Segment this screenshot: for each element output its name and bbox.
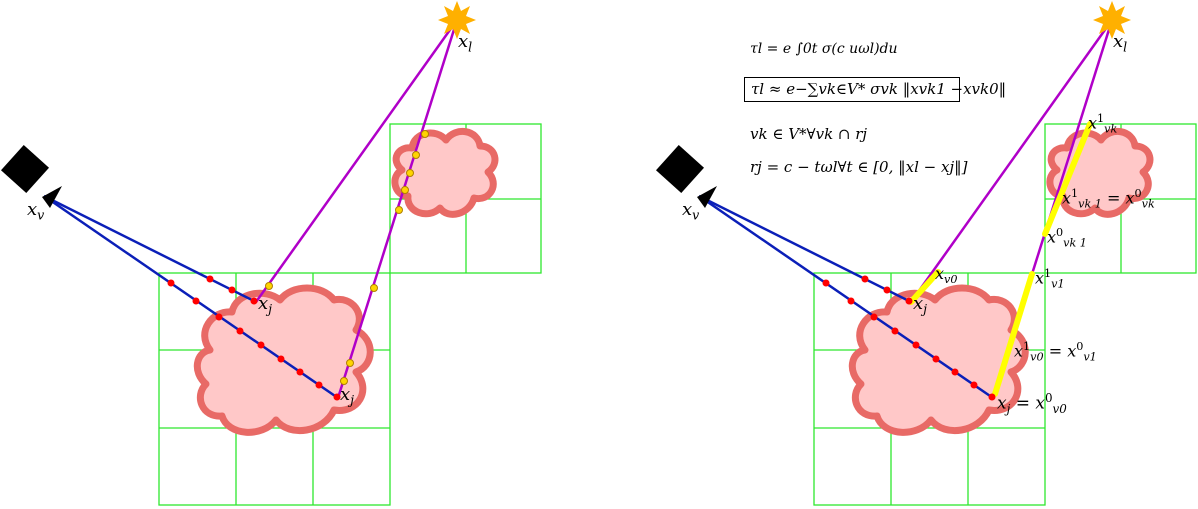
- sample-label-b-left-base: x: [340, 384, 351, 405]
- light-ray-1-left: [254, 19, 459, 303]
- boundary-v1-eq-sup: 0: [1076, 340, 1084, 353]
- sample-label-right-base: x: [913, 293, 924, 314]
- view-ray-1-left: [43, 194, 257, 304]
- boundary-vk1-sup: 1: [1071, 187, 1079, 200]
- viewer-label-right-base: x: [682, 199, 693, 220]
- sample-label-b-left: xj: [340, 386, 354, 407]
- sample-label-a-left: xj: [258, 295, 272, 316]
- right-panel: [655, 1, 1197, 506]
- boundary-v0-v1-label: x1v0 = x0v1: [1014, 341, 1097, 363]
- boundary-v0-sup: 1: [1023, 340, 1031, 353]
- exit-point-v1-sub: v1: [1051, 277, 1065, 291]
- exit-point-vk-sub: vk: [1104, 122, 1118, 136]
- sample-entry-eq: = x: [1015, 393, 1045, 414]
- viewer-label-right: xv: [682, 201, 699, 222]
- view-ray-2-left: [43, 194, 339, 400]
- viewer-label-left: xv: [27, 201, 44, 222]
- viewer-label-left-base: x: [27, 199, 38, 220]
- view-samples-right: [822, 275, 996, 401]
- sun-icon: [438, 1, 476, 39]
- sample-label-right: xj: [913, 295, 927, 316]
- boundary-v1-eq-sub: v1: [1083, 350, 1097, 364]
- boundary-v0-sub: v0: [1030, 350, 1044, 364]
- view-ray-1-right: [698, 194, 912, 304]
- exit-point-v1-sup: 1: [1044, 267, 1052, 280]
- sample-label-a-left-base: x: [258, 293, 269, 314]
- boundary-v1-eq: = x: [1048, 341, 1077, 361]
- exit-point-vk-sup: 1: [1097, 112, 1105, 125]
- voxel-set-equation: vk ∈ V*∀vk ∩ rj: [750, 125, 868, 143]
- boundary-vk1-base: x: [1062, 188, 1072, 208]
- transmittance-exact-equation: τl = e ∫0t σ(c uωl)du: [750, 41, 898, 57]
- voxel-segments-right: [908, 121, 1093, 397]
- transmittance-approx-equation: τl ≈ e−∑vk∈V* σvk ‖xvk1 −xvk0‖: [744, 77, 1006, 102]
- entry-point-vk1-base: x: [1047, 227, 1057, 247]
- sample-entry-sub: j: [1006, 402, 1011, 417]
- exit-point-v1-label: x1v1: [1035, 268, 1065, 290]
- light-label-left-sub: l: [468, 39, 473, 55]
- entry-point-vk1-label: x0vk 1: [1047, 227, 1087, 249]
- exit-point-vk-label: x1vk: [1088, 113, 1117, 135]
- cloud-small-right: [1046, 128, 1154, 218]
- ray-definition-equation: rj = c − tωl∀t ∈ [0, ‖xl − xj‖]: [750, 158, 968, 176]
- boundary-vk1-vk-label: x1vk 1 = x0vk: [1062, 188, 1155, 210]
- light-samples-left: [265, 130, 429, 385]
- exit-point-v1-base: x: [1035, 268, 1045, 288]
- cloud-small-left: [391, 128, 499, 218]
- exit-point-vk-base: x: [1088, 113, 1098, 133]
- view-ray-2-right: [698, 194, 994, 400]
- entry-point-v0-label: xv0: [935, 264, 958, 287]
- sun-icon: [1093, 1, 1131, 39]
- sample-entry-eq-sup: 0: [1044, 391, 1053, 405]
- light-label-right-sub: l: [1123, 39, 1128, 55]
- light-label-right: xl: [1113, 33, 1127, 54]
- boundary-vk-eq-sub: vk: [1141, 197, 1155, 211]
- light-label-right-base: x: [1113, 31, 1124, 52]
- viewer-label-left-sub: v: [37, 207, 45, 223]
- entry-point-v0-base: x: [935, 264, 945, 283]
- viewer-label-right-sub: v: [692, 207, 700, 223]
- sample-label-b-left-sub: j: [350, 392, 355, 408]
- boundary-vk-eq: = x: [1107, 188, 1135, 208]
- light-label-left: xl: [458, 33, 472, 54]
- boundary-vk1-sub: vk 1: [1078, 197, 1102, 211]
- view-samples-left: [167, 275, 341, 401]
- entry-point-v0-sub: v0: [944, 273, 958, 287]
- camera-icon: [0, 144, 62, 208]
- sample-label-right-sub: j: [923, 301, 928, 317]
- boundary-vk-eq-sup: 0: [1134, 187, 1142, 200]
- boundary-v0-base: x: [1014, 341, 1024, 361]
- entry-point-vk1-sub: vk 1: [1063, 236, 1087, 250]
- light-label-left-base: x: [458, 31, 469, 52]
- camera-icon: [655, 144, 717, 208]
- light-ray-1-right: [909, 19, 1114, 303]
- sample-entry-base: x: [997, 393, 1007, 414]
- entry-point-vk1-sup: 0: [1056, 226, 1064, 239]
- sample-label-a-left-sub: j: [268, 301, 273, 317]
- sample-entry-label: xj = x0v0: [997, 391, 1067, 417]
- sample-entry-eq-sub: v0: [1052, 402, 1067, 417]
- left-panel: [0, 1, 542, 506]
